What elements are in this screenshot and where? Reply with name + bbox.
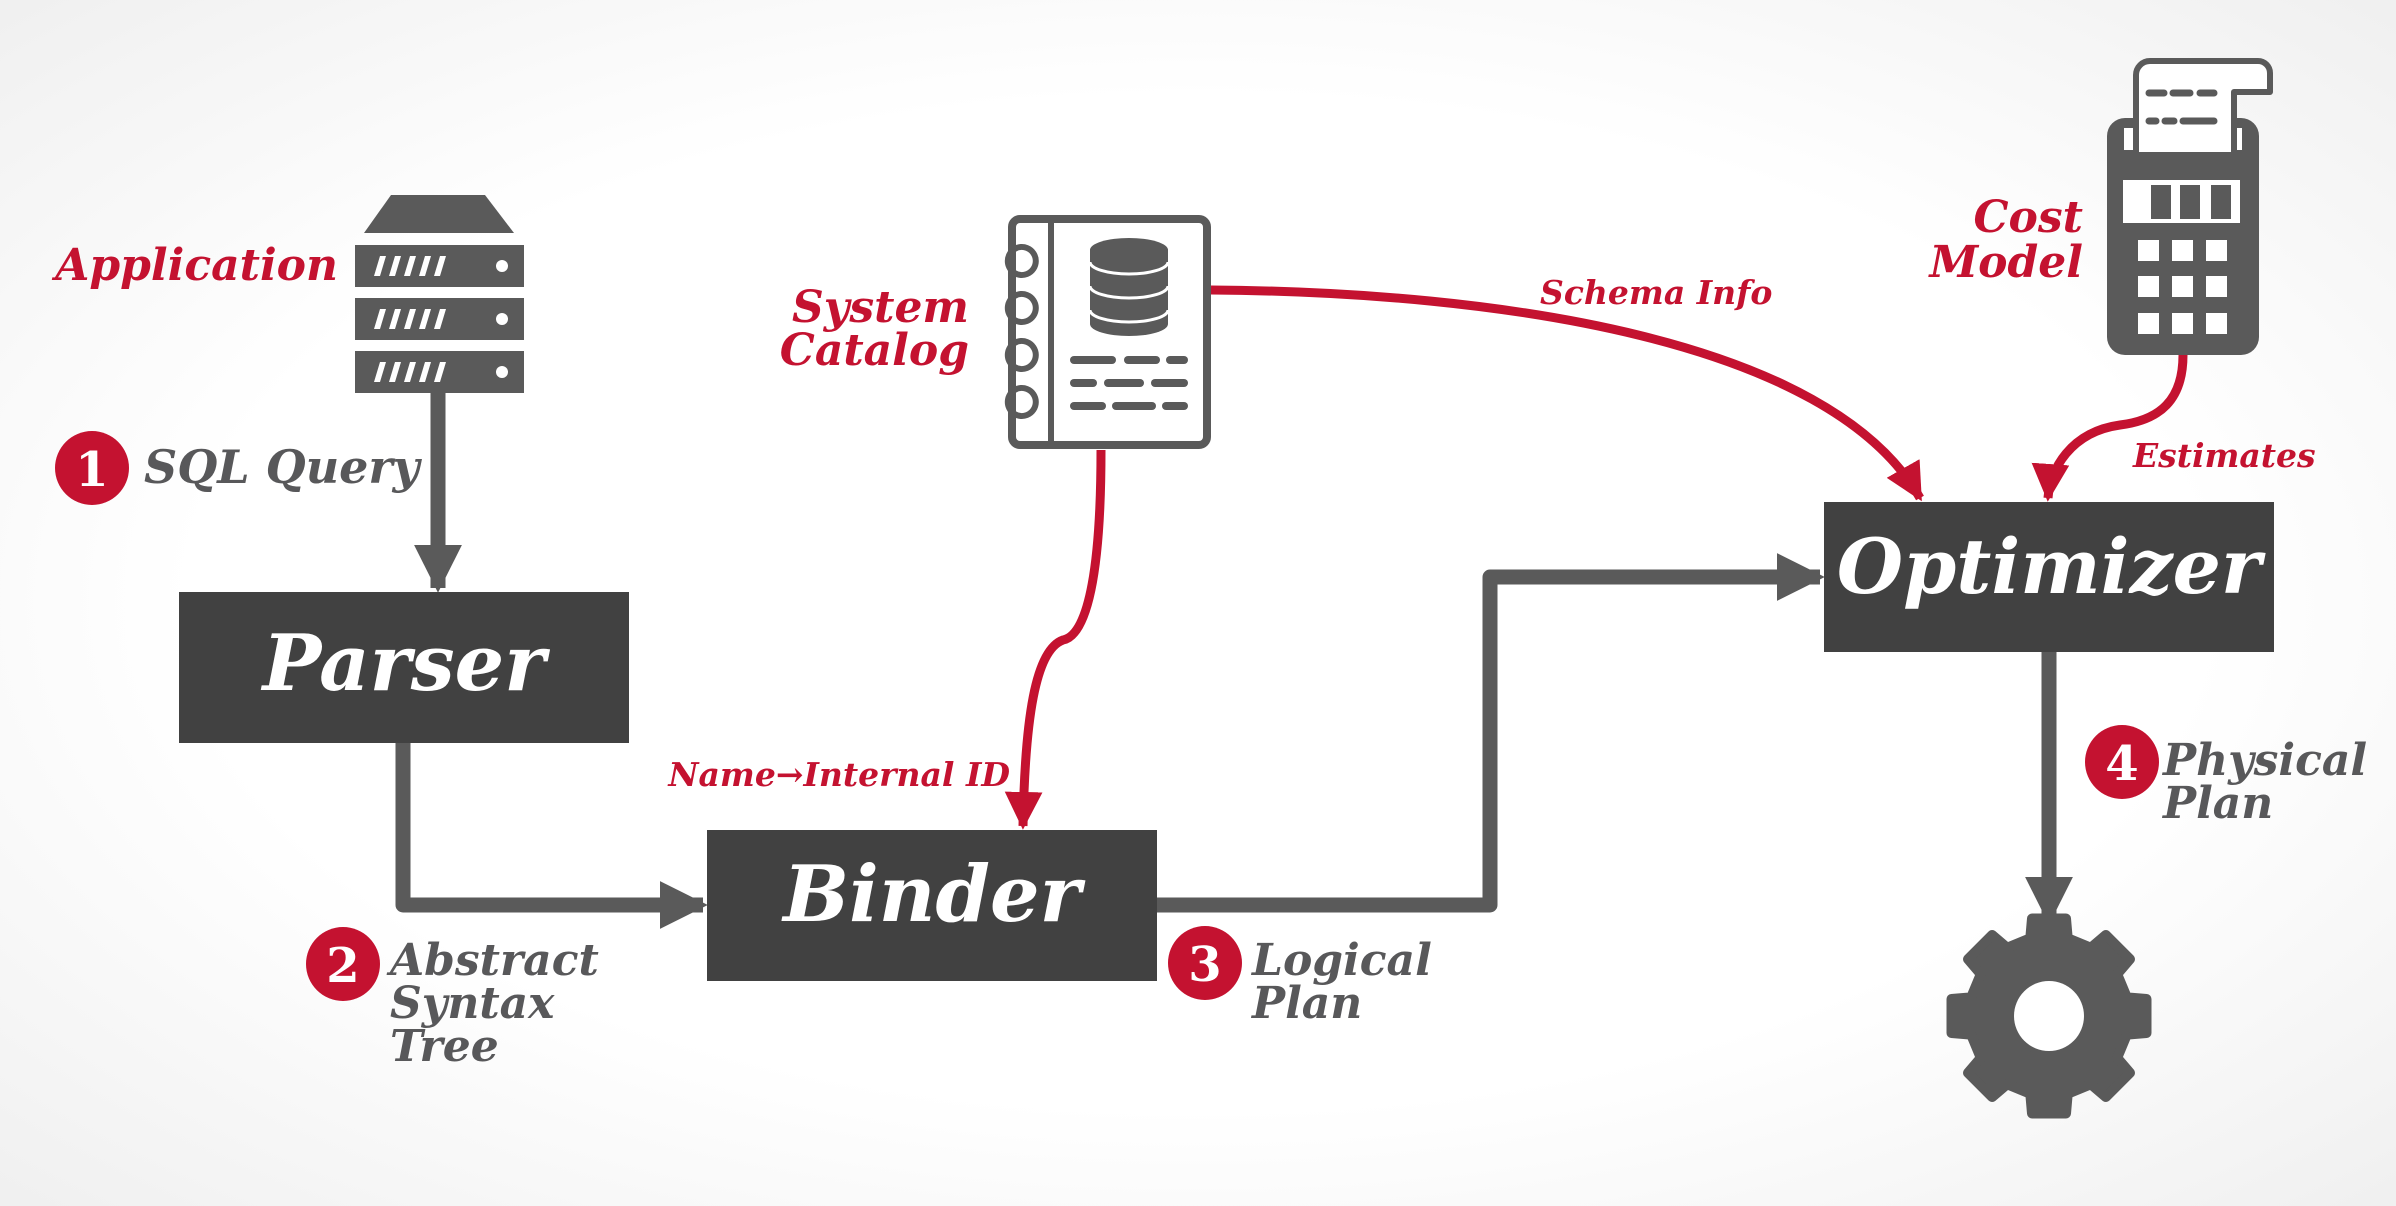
calculator-keys — [2138, 240, 2227, 334]
cost-model-source: Cost Model — [1927, 58, 2273, 355]
cost-model-label-line2: Model — [1927, 237, 2083, 288]
receipt-lines — [2145, 89, 2218, 125]
step-label-line1: Abstract — [386, 935, 599, 986]
step-number: 2 — [326, 938, 359, 994]
info-arrows — [1004, 285, 2188, 830]
step-number: 4 — [2105, 736, 2138, 792]
step-label: SQL Query — [144, 440, 423, 494]
step-3: 3 Logical Plan — [1168, 926, 1432, 1029]
step-label-line1: Logical — [1250, 935, 1432, 986]
arrow-estimates — [2031, 354, 2188, 502]
estimates-label: Estimates — [2132, 436, 2316, 475]
text-lines — [1070, 356, 1188, 410]
step-label-line2: Plan — [2161, 778, 2273, 829]
step-badge — [55, 431, 129, 505]
step-badge — [306, 927, 380, 1001]
step-badge — [1168, 926, 1242, 1000]
step-4: 4 Physical Plan — [2085, 725, 2367, 829]
name-to-id-label: Name→Internal ID — [667, 755, 1010, 794]
application-label: Application — [51, 240, 338, 291]
step-number: 3 — [1188, 937, 1221, 993]
server-unit — [355, 351, 524, 393]
arrow-name-to-id — [1004, 449, 1106, 830]
parser-box: Parser — [179, 592, 629, 743]
server-unit — [355, 245, 524, 287]
system-catalog-label-line1: System — [792, 282, 969, 333]
parser-label: Parser — [261, 618, 551, 709]
schema-info-label: Schema Info — [1540, 273, 1772, 312]
spiral-rings — [1004, 244, 1039, 419]
notebook-database-icon — [1004, 215, 1211, 449]
application-source: Application — [51, 195, 524, 393]
optimizer-label: Optimizer — [1837, 522, 2266, 611]
step-label-line3: Tree — [390, 1021, 499, 1072]
calculator-receipt-icon — [2107, 58, 2273, 355]
system-catalog-label-line2: Catalog — [780, 325, 969, 376]
database-icon — [1088, 238, 1170, 336]
binder-box: Binder — [707, 830, 1157, 981]
step-2: 2 Abstract Syntax Tree — [306, 927, 599, 1072]
gear-hole — [2014, 981, 2084, 1051]
step-label-line2: Plan — [1250, 978, 1362, 1029]
server-unit — [355, 298, 524, 340]
system-catalog-source: System Catalog — [780, 215, 1211, 449]
flow-arrows — [395, 393, 2074, 930]
step-badge — [2085, 725, 2159, 799]
cost-model-label-line1: Cost — [1974, 192, 2083, 243]
binder-label: Binder — [781, 849, 1085, 940]
arrow-schema-info — [1210, 285, 1924, 502]
optimizer-box: Optimizer — [1824, 502, 2274, 652]
step-1: 1 SQL Query — [55, 431, 423, 505]
step-label-line2: Syntax — [390, 978, 555, 1029]
arrow-ast — [395, 743, 708, 930]
server-rack-icon — [355, 195, 524, 393]
step-label-line1: Physical — [2161, 735, 2367, 786]
gear-icon — [1946, 913, 2152, 1119]
step-number: 1 — [75, 442, 108, 498]
arrow-logical-plan — [1157, 552, 1825, 913]
